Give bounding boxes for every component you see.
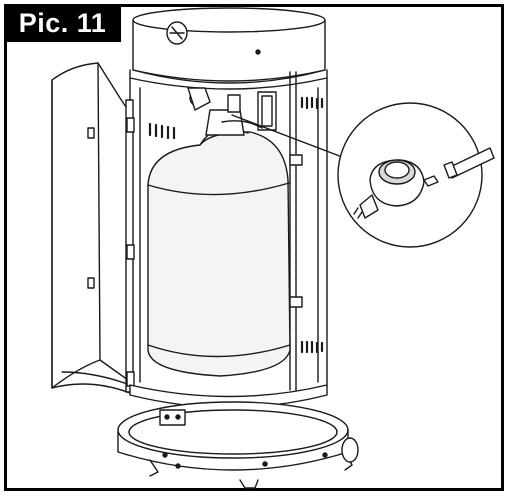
top-cap: [132, 7, 326, 84]
base-ring: [117, 384, 359, 489]
gas-hose-icon: [443, 147, 495, 179]
hinge-clips: [289, 154, 303, 308]
housing-body: [129, 69, 328, 391]
regulator-detail-icon: [337, 102, 483, 248]
gas-cylinder-icon: [147, 87, 291, 377]
figure-label: Pic. 11: [4, 4, 121, 42]
open-door-panel-icon: [51, 62, 135, 394]
detail-leader-line: [231, 114, 351, 161]
